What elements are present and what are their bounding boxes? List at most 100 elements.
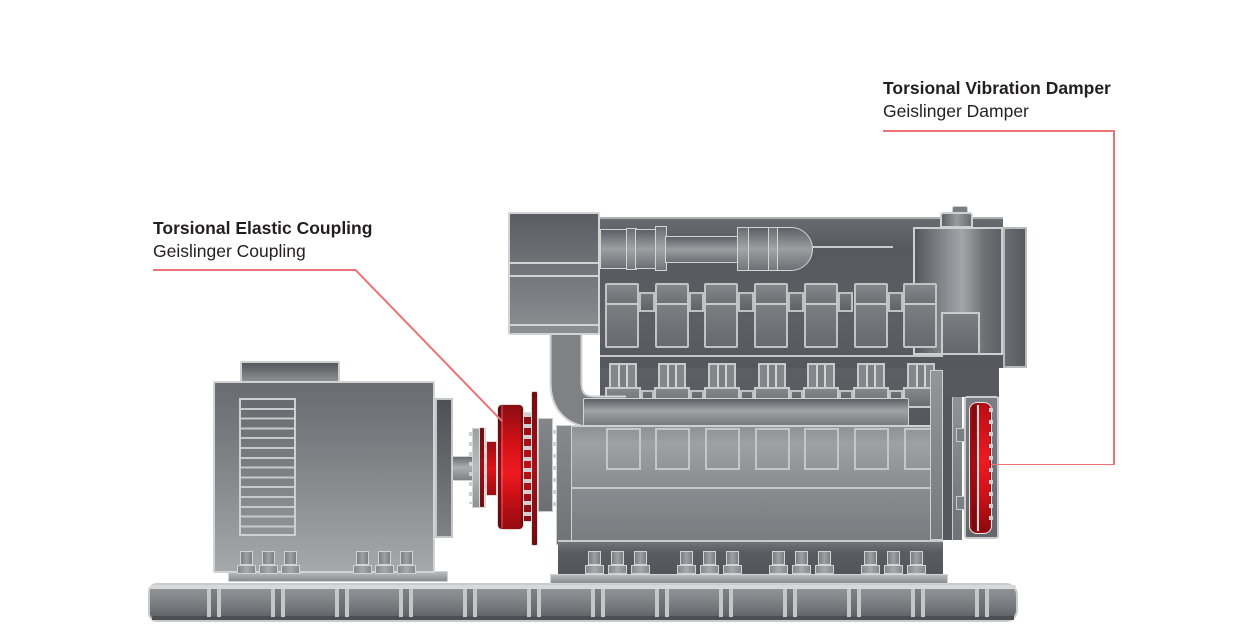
tower-band-line (510, 262, 598, 264)
damper-inner-ring (972, 405, 976, 531)
mount-bolt-base (259, 565, 278, 574)
mount-bolt (284, 551, 297, 565)
cylinder-head (704, 283, 739, 348)
engine-crankcase (568, 425, 932, 542)
tower-band-line (510, 275, 598, 277)
mount-bolt-base (792, 565, 811, 574)
mount-bolt (818, 551, 831, 565)
base-frame-rib (911, 589, 925, 617)
mount-bolt (240, 551, 253, 565)
flywheel-column (952, 397, 962, 540)
tank-cap (940, 212, 973, 228)
mount-bolt-base (631, 565, 650, 574)
mount-bolt (864, 551, 877, 565)
damper-divider-line (977, 405, 979, 531)
engine-front-cover (556, 425, 572, 545)
damper-label: Torsional Vibration Damper Geislinger Da… (883, 77, 1111, 123)
charge-air-manifold-pipe (583, 398, 909, 426)
mount-bolt (887, 551, 900, 565)
pushrod-unit (807, 363, 836, 389)
tank-bracket (941, 312, 980, 355)
base-frame-rib (591, 589, 605, 617)
coupling-teeth (469, 432, 473, 504)
base-frame-rib (399, 589, 413, 617)
cylinder-head (853, 283, 888, 348)
camshaft-rail-line (600, 355, 943, 357)
flywheel-column (943, 397, 952, 540)
engine-foot-plate (550, 574, 948, 584)
engine-rear-housing (943, 368, 999, 397)
crankcase-inspection-panel (854, 428, 889, 470)
coupling-label: Torsional Elastic Coupling Geislinger Co… (153, 217, 372, 263)
base-frame-rib (207, 589, 221, 617)
damper-outer-ring (979, 404, 990, 532)
cylinder-head-cover (905, 285, 936, 305)
mount-bolt (611, 551, 624, 565)
exhaust-pipe-segment (600, 229, 628, 269)
head-connector (639, 292, 655, 312)
damper-leader-line-bottom (991, 463, 1114, 465)
damper-teeth (989, 408, 993, 528)
head-connector (837, 292, 854, 312)
base-frame-rib (847, 589, 861, 617)
base-frame-rib (527, 589, 541, 617)
cylinder-head (654, 283, 689, 348)
generator-vent-grille (239, 398, 296, 536)
cylinder-head (803, 283, 838, 348)
crankcase-split-line (568, 487, 932, 489)
coupling-engine-flange (538, 418, 553, 512)
torsional-elastic-coupling (497, 404, 524, 530)
pushrod-unit (757, 363, 786, 389)
mount-bolt (400, 551, 413, 565)
generator-end-shield (435, 398, 453, 538)
cylinder-head (903, 283, 938, 348)
coupling-gear-ring (486, 441, 497, 496)
base-frame-rib (463, 589, 477, 617)
base-frame-rib (719, 589, 733, 617)
crankcase-inspection-panel (605, 428, 641, 470)
mount-bolt (634, 551, 647, 565)
crankcase-inspection-panel (655, 428, 691, 470)
mount-bolt-base (397, 565, 416, 574)
base-frame-top-edge (150, 585, 1016, 589)
cylinder-head-cover (706, 285, 737, 305)
coupling-leader-line (153, 269, 356, 271)
mount-bolt (680, 551, 693, 565)
mount-bolt-base (723, 565, 742, 574)
base-frame-rib (271, 589, 285, 617)
coupling-label-title: Torsional Elastic Coupling (153, 218, 373, 238)
damper-label-subtitle: Geislinger Damper (883, 101, 1029, 121)
mount-bolt (910, 551, 923, 565)
mount-bolt (356, 551, 369, 565)
mount-bolt-base (375, 565, 394, 574)
mount-bolt (772, 551, 785, 565)
mount-bolt-base (237, 565, 256, 574)
head-connector (887, 292, 904, 312)
exhaust-rod-line (812, 246, 893, 248)
crankcase-inspection-panel (704, 428, 740, 470)
crankcase-inspection-panel (804, 428, 840, 470)
head-connector (688, 292, 705, 312)
mount-bolt (726, 551, 739, 565)
muffler-end-cap (777, 227, 813, 271)
mount-bolt-base (769, 565, 788, 574)
cylinder-head-cover (756, 285, 787, 305)
pushrod-unit (857, 363, 885, 389)
mount-bolt-base (861, 565, 880, 574)
crankcase-inspection-panel (754, 428, 790, 470)
mount-bolt-base (281, 565, 300, 574)
turbocharger-tower (508, 212, 600, 335)
cylinder-head-cover (656, 285, 687, 305)
mount-bolt-base (585, 565, 604, 574)
engine-rear-edge-block (1003, 227, 1027, 368)
head-connector (788, 292, 804, 312)
head-connector (738, 292, 755, 312)
flywheel-end-plate (930, 370, 943, 540)
mount-bolt (262, 551, 275, 565)
mount-bolt-base (700, 565, 719, 574)
pushrod-unit (658, 363, 687, 389)
mount-bolt-base (608, 565, 627, 574)
cylinder-head-cover (805, 285, 836, 305)
base-frame-rib (335, 589, 349, 617)
